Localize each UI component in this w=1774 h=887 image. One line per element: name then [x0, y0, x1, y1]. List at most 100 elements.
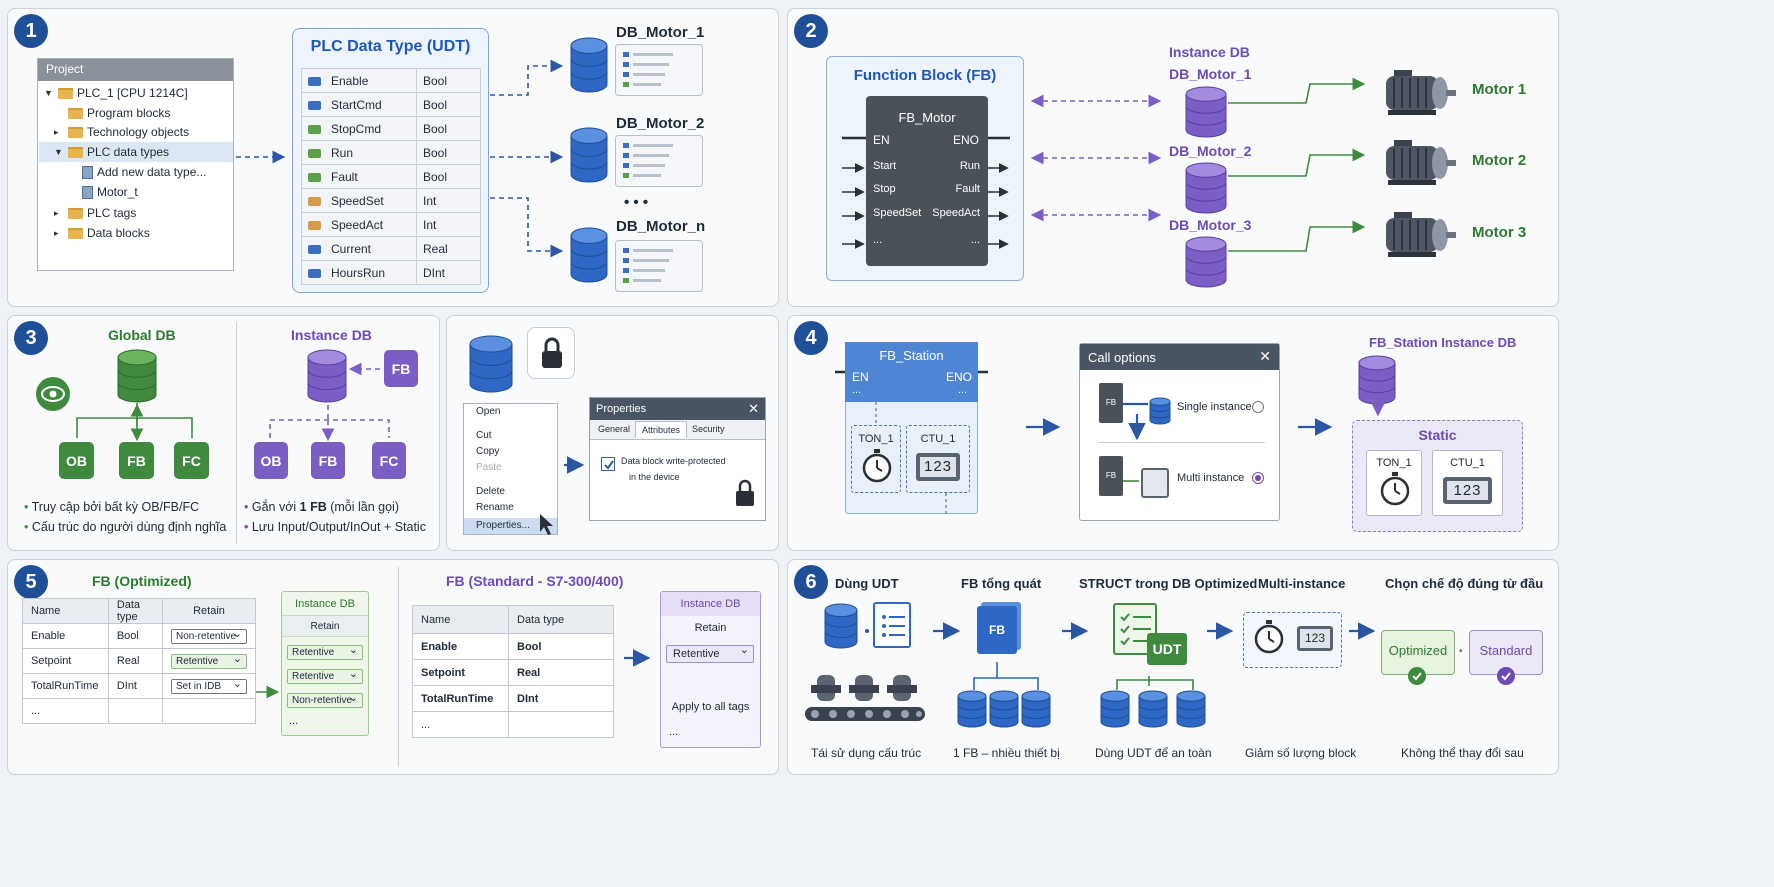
context-menu-item[interactable]: Properties...: [464, 518, 557, 534]
tree-item-technology[interactable]: ▸Technology objects: [54, 125, 190, 139]
retain-select[interactable]: Set in IDB: [171, 677, 247, 694]
close-icon[interactable]: ✕: [748, 401, 759, 416]
udt-field-type: Bool: [416, 164, 481, 189]
tree-item-add-type[interactable]: Add new data type...: [82, 162, 206, 182]
context-menu-item[interactable]: Rename: [476, 502, 514, 513]
checklist-icon: [1113, 603, 1157, 655]
counter-icon: 123: [1443, 477, 1492, 504]
idb-retain-header: Retain: [282, 615, 368, 637]
ctu-label: CTU_1: [920, 433, 956, 445]
std-idb-retain-select[interactable]: Retentive: [666, 643, 754, 663]
properties-dialog-header: Properties✕: [590, 398, 765, 420]
multi-instance-radio[interactable]: [1252, 472, 1264, 484]
tip-title-4: Multi-instance: [1258, 576, 1346, 591]
tag-icon: [308, 172, 321, 182]
checkbox-label-2: in the device: [629, 472, 680, 482]
ton-label: TON_1: [1376, 457, 1412, 469]
idb-retain-select-wrap: Retentive: [287, 666, 363, 684]
checkbox-label-1: Data block write-protected: [621, 456, 726, 466]
folder-icon: [68, 146, 83, 158]
instance-db-3-label: DB_Motor_3: [1169, 217, 1252, 233]
cell-name: Enable: [22, 623, 109, 649]
context-menu-item[interactable]: Paste: [476, 462, 502, 473]
fb-card-title: Function Block (FB): [853, 67, 997, 84]
folder-icon: [68, 227, 83, 239]
counter-value: 123: [920, 457, 956, 477]
fb-station-name: FB_Station: [879, 348, 944, 363]
ctu-frame: [906, 425, 970, 493]
write-protect-checkbox[interactable]: [601, 457, 615, 471]
cell-name: Setpoint: [22, 648, 109, 674]
context-menu-item[interactable]: Cut: [476, 430, 492, 441]
motor-1-label: Motor 1: [1472, 81, 1527, 98]
udt-field-name: Enable: [301, 68, 417, 93]
fb-input-label: SpeedSet: [873, 207, 922, 219]
udt-field-type: Bool: [416, 68, 481, 93]
fb-optimized-title: FB (Optimized): [92, 573, 192, 589]
folder-icon: [68, 126, 83, 138]
multi-instance-label: Multi instance: [1177, 472, 1245, 484]
ctu-label: CTU_1: [1450, 457, 1485, 469]
instance-db-icon: [1358, 355, 1396, 409]
db-mini-icon: [1149, 397, 1171, 429]
db-icon: [957, 690, 987, 732]
tree-item-motor-t[interactable]: Motor_t: [82, 182, 138, 202]
fb-output-label: SpeedAct: [932, 207, 980, 219]
instance-db-title: Instance DB: [1169, 44, 1250, 60]
cell-ellipsis: ...: [22, 698, 109, 724]
retain-select[interactable]: Retentive: [171, 652, 247, 669]
std-idb-card: [660, 591, 761, 748]
tag-icon: [308, 244, 321, 254]
tree-item-plc-tags[interactable]: ▸PLC tags: [54, 206, 137, 220]
divider: [398, 567, 399, 767]
apply-all-tags[interactable]: Apply to all tags: [671, 701, 750, 713]
udt-field-name: StopCmd: [301, 116, 417, 141]
udt-field-name: Current: [301, 236, 417, 261]
block-ob: OB: [59, 442, 94, 479]
tree-item-plc-data-types[interactable]: ▼PLC data types: [39, 142, 233, 162]
fb-station-en: EN: [852, 370, 869, 384]
cell-type: Real: [107, 648, 164, 674]
panel-db-types: [7, 315, 440, 551]
fb-station-idb-title: FB_Station Instance DB: [1369, 335, 1517, 350]
instance-db-1-label: DB_Motor_1: [1169, 66, 1252, 82]
step-badge-5: 5: [14, 565, 48, 599]
cell-type: DInt: [107, 673, 164, 699]
col-type: Data type: [107, 598, 164, 624]
context-menu-item[interactable]: Copy: [476, 446, 500, 457]
idb-retain-select[interactable]: Retentive: [287, 643, 363, 660]
udt-field-name: HoursRun: [301, 260, 417, 285]
step-badge-3: 3: [14, 321, 48, 355]
instance-db-icon: [307, 349, 347, 407]
tree-item-program-blocks[interactable]: Program blocks: [54, 103, 170, 123]
step-badge-2: 2: [794, 14, 828, 48]
close-icon[interactable]: ✕: [1259, 348, 1271, 364]
cell-name: Enable: [412, 633, 509, 660]
instance-db-title-3: Instance DB: [291, 327, 372, 343]
table-row: ...: [412, 711, 614, 738]
context-menu-item[interactable]: Open: [476, 406, 501, 417]
single-instance-radio[interactable]: [1252, 401, 1264, 413]
tab-security[interactable]: Security: [692, 424, 725, 434]
idb-retain-title: Instance DB: [295, 598, 355, 610]
tree-item-data-blocks[interactable]: ▸Data blocks: [54, 226, 150, 240]
idb-retain-select[interactable]: Non-retentive: [287, 691, 363, 708]
context-menu-item[interactable]: Delete: [476, 486, 505, 497]
check-circle-icon: [1497, 667, 1515, 685]
db-motor-1-icon: [570, 37, 608, 97]
retain-select[interactable]: Non-retentive: [171, 627, 247, 644]
tree-item-plc[interactable]: ▼PLC_1 [CPU 1214C]: [44, 86, 188, 100]
tab-attributes[interactable]: Attributes: [635, 421, 688, 438]
instance-db-1-icon: [1185, 86, 1227, 142]
udt-icon: [82, 185, 93, 199]
tip-caption-3: Dùng UDT để an toàn: [1095, 746, 1212, 760]
fb-output-label: Run: [959, 160, 980, 172]
block-fc: FC: [372, 442, 406, 479]
tab-general[interactable]: General: [598, 424, 631, 434]
idb-retain-select[interactable]: Retentive: [287, 667, 363, 684]
